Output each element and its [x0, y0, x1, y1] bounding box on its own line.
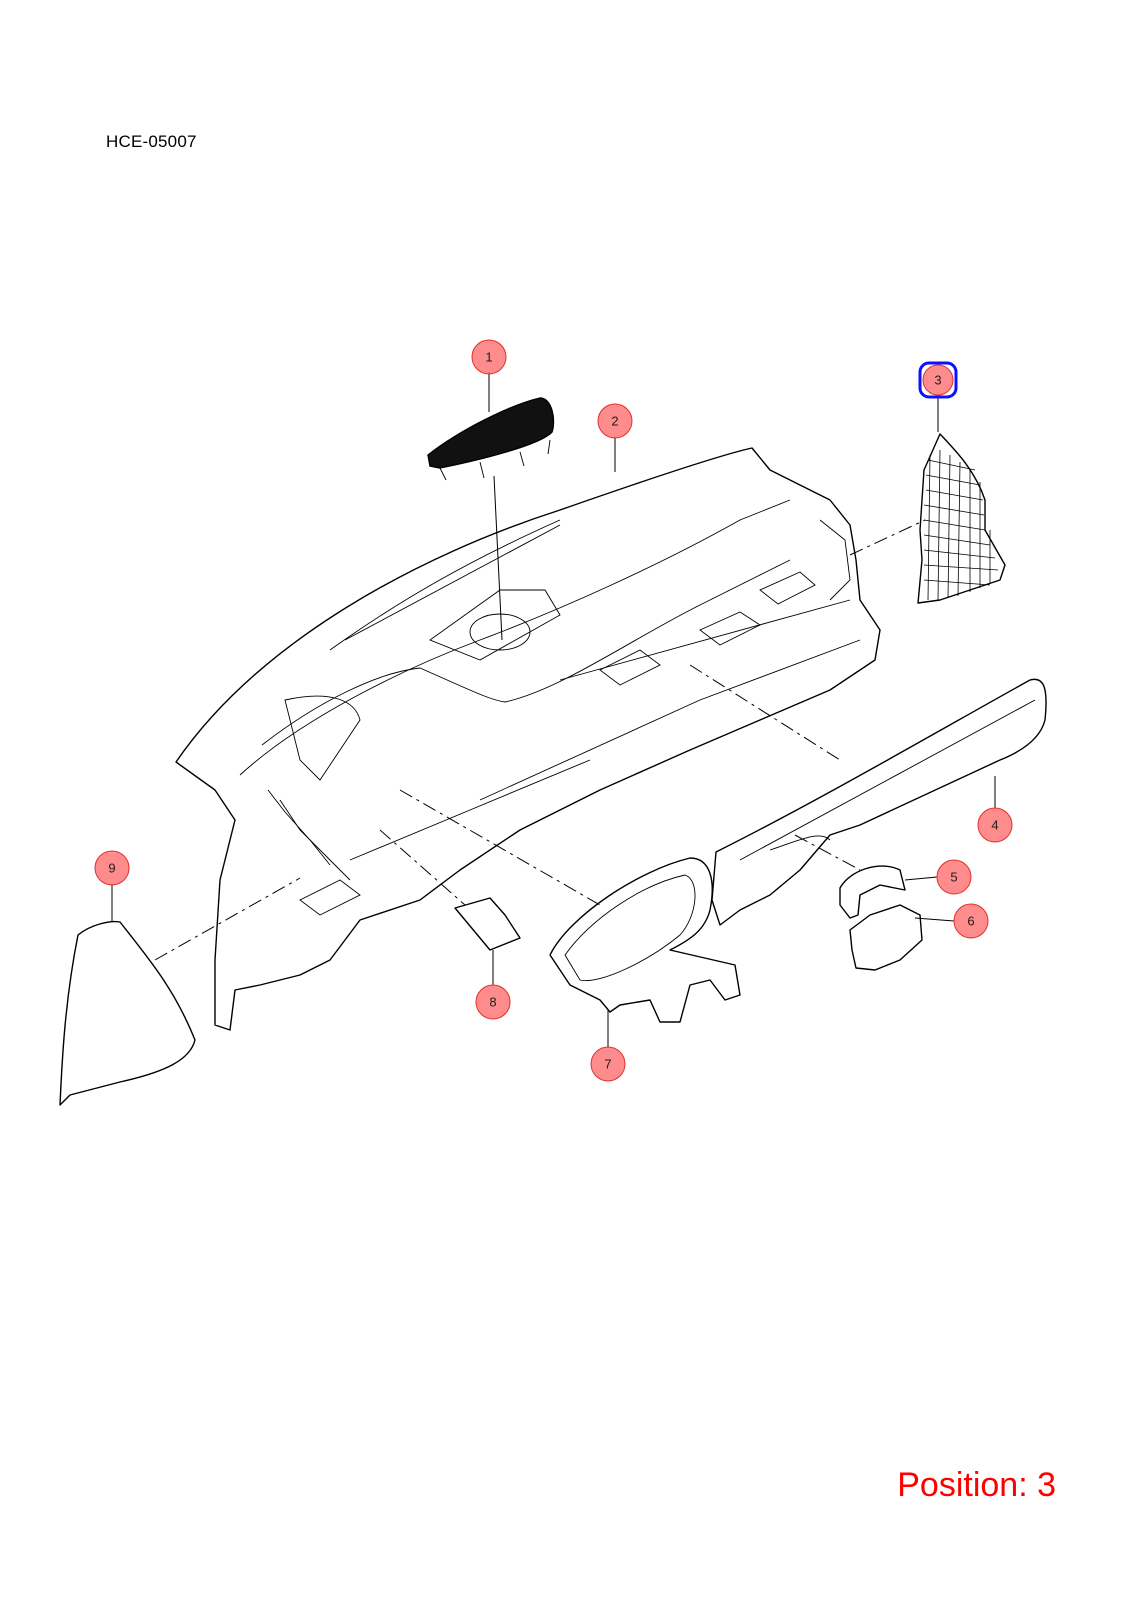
callout-1[interactable]: 1 [471, 339, 507, 375]
callout-6-label: 6 [967, 914, 974, 929]
part-column-shroud-lower[interactable] [849, 904, 923, 971]
part-dashboard-panel[interactable] [175, 447, 881, 1031]
callout-4[interactable]: 4 [977, 807, 1013, 843]
callout-5-label: 5 [950, 870, 957, 885]
callout-2[interactable]: 2 [597, 403, 633, 439]
part-small-trim[interactable] [454, 897, 521, 951]
callout-1-label: 1 [485, 350, 492, 365]
position-label: Position: 3 [897, 1466, 1056, 1504]
leader-lines [111, 372, 996, 1047]
callout-8-label: 8 [489, 995, 496, 1010]
part-cluster-bezel[interactable] [549, 857, 741, 1023]
part-column-shroud-upper[interactable] [839, 865, 906, 919]
callout-7-label: 7 [604, 1057, 611, 1072]
callout-7[interactable]: 7 [590, 1046, 626, 1082]
callout-3-label: 3 [934, 373, 941, 388]
callout-2-label: 2 [611, 414, 618, 429]
part-lower-trim[interactable] [711, 678, 1047, 926]
part-end-cap[interactable] [59, 920, 196, 1106]
callout-5[interactable]: 5 [936, 859, 972, 895]
callout-3[interactable]: 3 [918, 361, 958, 399]
callout-4-label: 4 [991, 818, 998, 833]
callout-6[interactable]: 6 [953, 903, 989, 939]
callout-8[interactable]: 8 [475, 984, 511, 1020]
callout-9[interactable]: 9 [94, 850, 130, 886]
part-top-cover[interactable] [427, 397, 555, 481]
diagram-code: HCE-05007 [106, 132, 197, 151]
part-side-grille-panel[interactable] [917, 433, 1006, 604]
assembly-guide-lines [154, 519, 926, 961]
callout-9-label: 9 [108, 861, 115, 876]
